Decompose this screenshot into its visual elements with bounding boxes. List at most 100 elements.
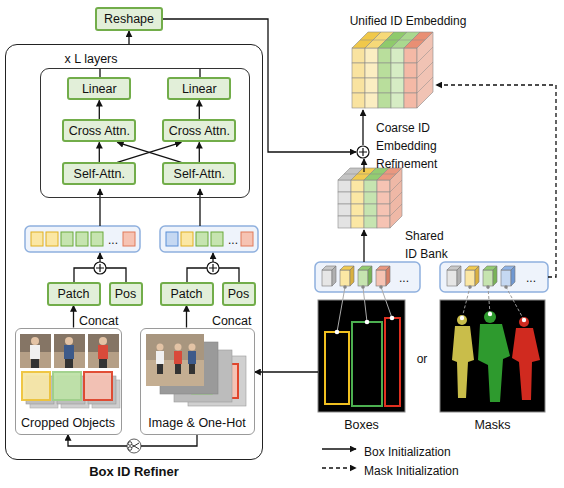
coarse-embedding-cell [338,180,351,192]
pos-box: Pos [222,282,256,306]
coarse-embedding-cell [351,192,364,204]
scissors-handle [128,442,132,446]
unified-embedding-cell [391,93,404,108]
cross-attn-box: Cross Attn. [162,119,236,142]
arrow-line [363,230,364,262]
text-slot: Masks [410,415,564,433]
patch-box: Patch [47,282,101,306]
legend-dashed-arrow [322,467,356,468]
id-vector-side [368,266,372,286]
coarse-embedding-cell [377,204,390,216]
sum-circle [207,262,219,274]
box-label: Cropped Objects [21,416,115,430]
coarse-embedding-cell [351,216,364,228]
text-slot: Linear [69,79,129,98]
coarse-embedding-cell [351,180,364,192]
person-legs [175,364,181,374]
mask-silhouette [484,311,496,323]
flow-arrow [117,142,181,162]
box-label: Pos [228,287,250,301]
box-label: Box ID Refiner [89,464,179,479]
scissors-icon [127,439,141,453]
box-label: Masks [474,418,510,432]
label-slot: Unified ID Embedding [338,11,478,29]
text-slot: Concat [212,311,252,329]
arrow-line [99,189,100,226]
linear-box: Linear [67,77,131,100]
coarse-embedding-grid [344,174,357,175]
token [76,232,88,246]
mask-silhouette [457,315,467,325]
pos-box: Pos [109,282,143,306]
photo-crop [88,334,119,368]
text-slot: Patch [49,284,99,304]
text-slot: Linear [169,79,229,98]
person-body [64,345,74,359]
illustration [20,19,556,468]
flow-arrow [199,100,200,119]
id-vector-side [475,266,479,286]
text-slot: Cross Attn. [164,121,234,140]
anchor-dot [488,312,492,316]
text-slot: Self-Attn. [64,164,134,183]
anchor-dot [365,320,370,325]
figure-label: Unified ID Embedding [350,14,467,28]
mask-silhouette [512,328,540,400]
person-body [174,351,182,364]
anchor-dot [460,316,464,320]
flow-arrow [186,306,187,328]
coarse-embedding-grid [390,192,402,204]
unified-embedding-cell [365,93,378,108]
patch-box: Patch [160,282,214,306]
label-slot: ... [399,268,409,286]
cross-attn-box: Cross Attn. [62,119,136,142]
leader-line [488,287,490,314]
unified-embedding-cell [404,48,417,63]
coarse-embedding-cell [377,216,390,228]
connectors [68,31,318,446]
id-vector [465,270,475,286]
person-body [188,351,196,364]
ellipsis: ... [108,233,118,247]
self-attn-box: Self-Attn. [62,162,136,185]
person-body [156,351,164,364]
token [166,232,178,246]
legend-label: Mask Initialization [364,464,459,478]
box-label: Self-Attn. [74,167,125,181]
person-body [30,345,40,359]
photo-crop [54,334,85,368]
token [46,232,58,246]
unified-embedding-cell [352,48,365,63]
unified-embedding-grid [417,47,433,63]
text-slot: x L layers [65,49,118,67]
box-label: Patch [58,287,90,301]
label-slot: ... [228,230,238,248]
or-label: or [417,352,428,366]
legend-row: Mask Initialization [364,461,459,479]
id-vector [322,270,332,286]
anchor-dot [379,285,383,289]
unified-embedding-cell [404,78,417,93]
coarse-embedding-grid [357,174,370,175]
onehot-mask [84,372,112,400]
anchor-dot [361,285,365,289]
arrow-line [212,253,213,262]
person-head [31,337,39,345]
refiner-module: Linear LinearCross Attn. Cross Attn. Self-A… [5,44,263,460]
legend-solid-arrow [322,448,356,449]
unified-embedding-grid [417,62,433,78]
text-slot: Boxes [288,415,435,433]
text-slot: Patch [162,284,212,304]
icon-ring [127,439,141,453]
flow-arrow [99,142,100,162]
unified-embedding-cell [404,93,417,108]
anchor-dot [522,318,526,322]
token-row [25,226,140,252]
token [91,232,103,246]
box-label: Concat [79,314,119,328]
coarse-embedding-grid [390,180,402,192]
person-legs [189,364,195,374]
id-vector [501,270,511,286]
photo-crop [20,334,51,368]
